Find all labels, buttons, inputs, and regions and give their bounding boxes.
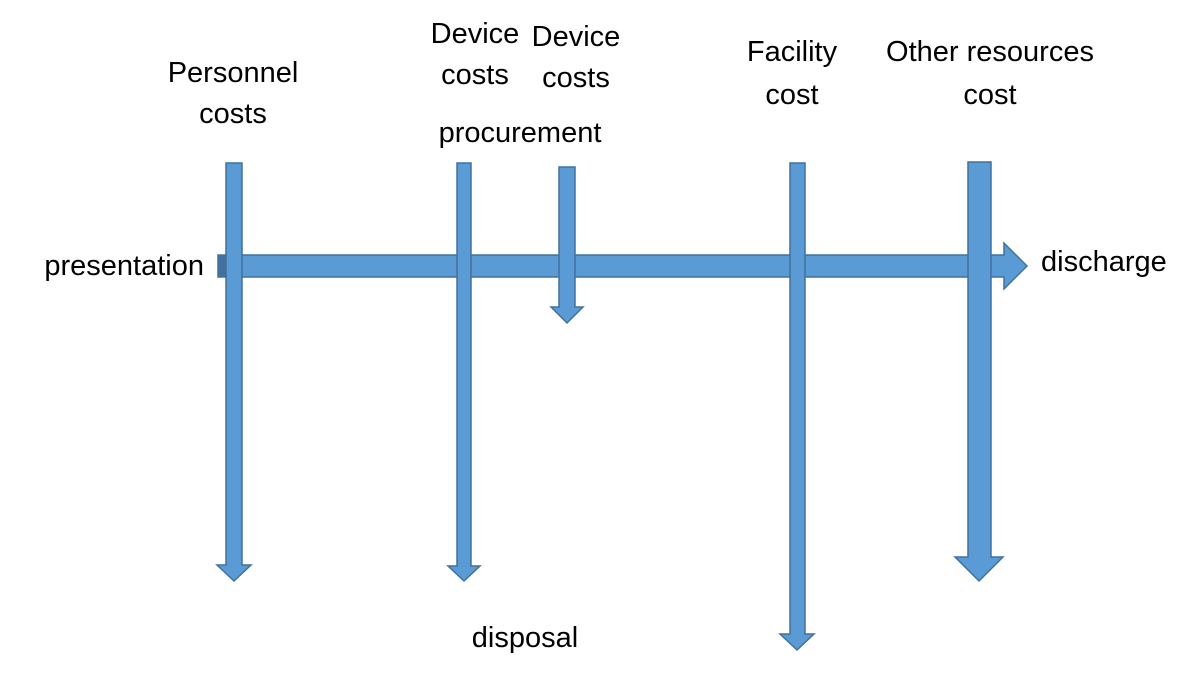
device-procurement-arrow <box>549 166 585 325</box>
other-resources-cost-arrow <box>953 161 1005 583</box>
procurement-label: procurement <box>438 117 602 149</box>
device-disposal-subtitle: costs <box>441 59 509 91</box>
other-resources-cost-subtitle: cost <box>963 79 1017 111</box>
device-disposal-title: Device <box>430 18 520 50</box>
disposal-label: disposal <box>471 622 579 654</box>
device-procurement-title: Device <box>531 21 621 53</box>
timeline-arrow <box>217 241 1029 291</box>
facility-cost-title: Facility <box>746 36 838 68</box>
facility-cost-arrow <box>778 162 816 652</box>
personnel-costs-title: Personnel <box>167 57 299 89</box>
device-procurement-subtitle: costs <box>542 62 610 94</box>
timeline-start-cap <box>218 255 228 277</box>
other-resources-cost-title: Other resources <box>886 36 1094 68</box>
discharge-label: discharge <box>1041 246 1167 278</box>
device-disposal-arrow <box>446 162 482 583</box>
facility-cost-subtitle: cost <box>765 79 819 111</box>
presentation-label: presentation <box>44 250 204 282</box>
personnel-costs-arrow <box>215 162 253 583</box>
personnel-costs-subtitle: costs <box>199 98 267 130</box>
